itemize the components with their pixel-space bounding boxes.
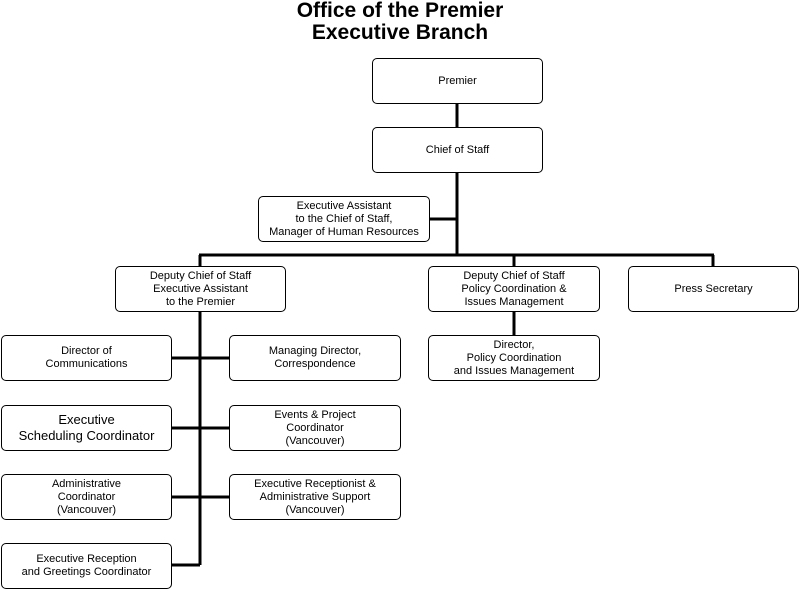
chart-title: Office of the Premier [296,0,504,22]
chart-subtitle: Executive Branch [311,21,489,44]
box-director-policy-coordination: Director, Policy Coordination and Issues… [428,335,600,381]
box-executive-reception-greetings-coordinator: Executive Reception and Greetings Coordi… [1,543,172,589]
box-press-secretary: Press Secretary [628,266,799,312]
box-director-of-communications: Director of Communications [1,335,172,381]
box-executive-scheduling-coordinator: Executive Scheduling Coordinator [1,405,172,451]
box-chief-of-staff: Chief of Staff [372,127,543,173]
box-events-project-coordinator: Events & Project Coordinator (Vancouver) [229,405,401,451]
box-executive-receptionist: Executive Receptionist & Administrative … [229,474,401,520]
box-managing-director-correspondence: Managing Director, Correspondence [229,335,401,381]
box-deputy-chief-of-staff-executive-assistant: Deputy Chief of Staff Executive Assistan… [115,266,286,312]
box-executive-assistant-chief-of-staff: Executive Assistant to the Chief of Staf… [258,196,430,242]
box-deputy-chief-of-staff-policy: Deputy Chief of Staff Policy Coordinatio… [428,266,600,312]
box-administrative-coordinator: Administrative Coordinator (Vancouver) [1,474,172,520]
box-premier: Premier [372,58,543,104]
